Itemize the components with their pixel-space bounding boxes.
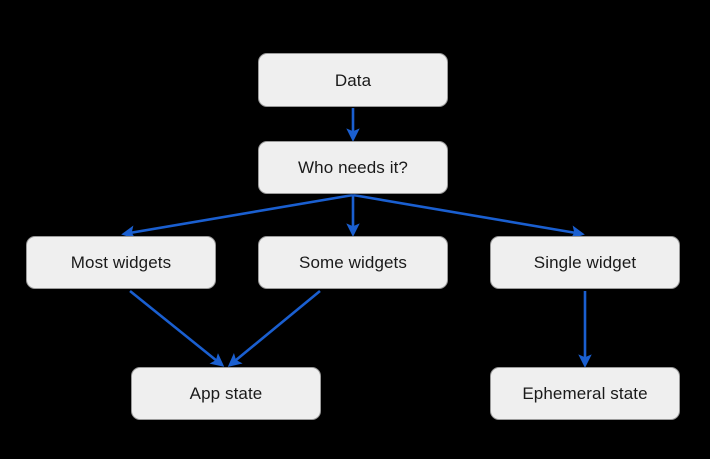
edge-who-to-single-widget [352,193,585,239]
node-label-some-widgets: Some widgets [299,253,407,272]
node-ephemeral-state[interactable]: Ephemeral state [490,367,680,420]
node-label-single-widget: Single widget [533,253,637,272]
node-label-ephemeral-state: Ephemeral state [522,384,648,403]
node-who-needs-it[interactable]: Who needs it? [258,141,448,194]
edge-who-to-most-widgets [121,193,354,239]
node-label-app-state: App state [189,384,263,403]
node-data[interactable]: Data [258,53,448,107]
edge-some-widgets-to-app [227,289,321,367]
node-label-data: Data [334,70,372,90]
node-some-widgets[interactable]: Some widgets [258,236,448,289]
node-most-widgets[interactable]: Most widgets [26,236,216,289]
edge-most-widgets-to-app [129,289,225,367]
node-single-widget[interactable]: Single widget [490,236,680,289]
node-label-who-needs-it: Who needs it? [298,158,408,177]
node-label-most-widgets: Most widgets [70,253,172,272]
node-app-state[interactable]: App state [131,367,321,420]
